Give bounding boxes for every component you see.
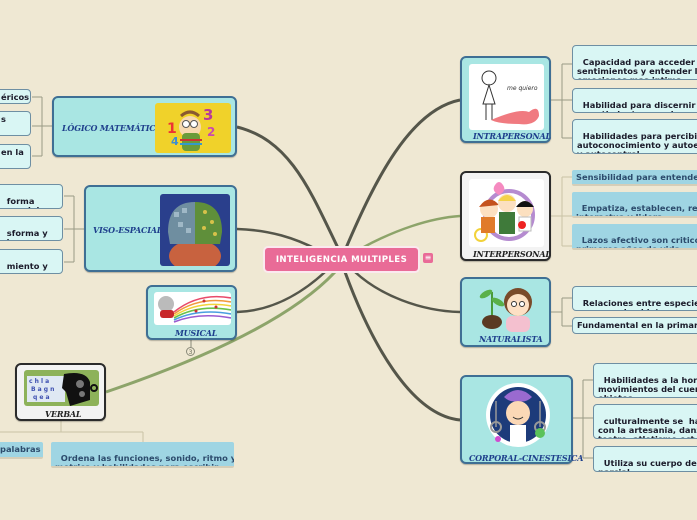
svg-text:4: 4: [171, 135, 179, 148]
leaf-viso-3[interactable]: miento y s o mapas.: [0, 249, 63, 274]
topic-label: INTRAPERSONAL: [473, 131, 551, 141]
leaf-connectors-corporal: [573, 379, 593, 459]
branch-line-musical: [236, 271, 326, 314]
leaf-corporal-2[interactable]: culturalmente se halla con la artesania,…: [593, 404, 697, 439]
leaf-viso-2[interactable]: sforma y ales: [0, 216, 63, 241]
svg-text:2: 2: [207, 125, 215, 139]
topic-corporal-cinestesica[interactable]: CORPORAL-CINESTESICA: [460, 375, 583, 464]
leaf-viso-1[interactable]: forma espacial: [0, 184, 63, 209]
leaf-intrapersonal-3[interactable]: Habilidades para percibir , autoconocimi…: [572, 119, 697, 154]
topic-interpersonal[interactable]: INTERPERSONAL: [460, 171, 551, 261]
leaf-intrapersonal-2[interactable]: Habilidad para discernir las y sentimien…: [572, 88, 697, 113]
leaf-connectors-interpersonal: [551, 176, 572, 247]
gymnast-illustration-icon: [482, 381, 554, 447]
topic-musical[interactable]: MUSICAL: [146, 285, 237, 340]
leaf-interpersonal-3[interactable]: Lazos afectivo son criticos e primeros a…: [572, 224, 697, 250]
branch-line-interpersonal: [361, 214, 461, 250]
branch-line-naturalista: [354, 271, 461, 314]
topic-label: VISO-ESPACIAL: [93, 225, 163, 235]
svg-text:3: 3: [203, 106, 213, 124]
collapsed-children-count[interactable]: 3: [186, 347, 195, 356]
leaf-naturalista-1[interactable]: Relaciones entre especies e y grupos de …: [572, 286, 697, 311]
friends-illustration-icon: [469, 179, 544, 247]
image-caption: me quiero: [507, 85, 538, 92]
central-topic-label: INTELIGENCIA MULTIPLES: [275, 254, 408, 265]
leaf-interpersonal-1[interactable]: Sensibilidad para entender: [572, 170, 697, 186]
topic-label: INTERPERSONAL: [473, 249, 551, 259]
leaf-logico-3[interactable]: en la: [0, 144, 31, 169]
leaf-verbal-2[interactable]: Ordena las funciones, sonido, ritmo y me…: [51, 442, 234, 468]
topic-naturalista[interactable]: NATURALISTA: [460, 277, 551, 347]
branch-line-corporal: [343, 271, 461, 422]
leaf-connectors-viso: [64, 195, 84, 263]
topic-label: LÓGICO MATEMÁTICA: [62, 123, 162, 133]
branch-line-logico: [236, 125, 340, 249]
svg-text:B a g n: B a g n: [31, 386, 54, 393]
topic-label: CORPORAL-CINESTESICA: [469, 453, 584, 463]
leaf-verbal-1[interactable]: palabras: [0, 442, 43, 459]
branch-line-intrapersonal: [344, 98, 461, 249]
topic-label: VERBAL: [45, 409, 82, 419]
topic-label: NATURALISTA: [479, 334, 543, 344]
svg-text:q e a: q e a: [33, 394, 50, 401]
topic-viso-espacial[interactable]: VISO-ESPACIAL: [84, 185, 237, 272]
girl-plant-illustration-icon: [468, 282, 547, 332]
leaf-intrapersonal-1[interactable]: Capacidad para acceder a l sentimientos …: [572, 45, 697, 80]
leaf-logico-1[interactable]: éricos: [0, 89, 31, 104]
leaf-interpersonal-2[interactable]: Empatiza, establecen, relac interactua y…: [572, 192, 697, 218]
leaf-logico-2[interactable]: s: [0, 111, 31, 136]
svg-text:1: 1: [167, 121, 177, 137]
leaf-connectors-logico: [32, 96, 52, 157]
brain-illustration-icon: [160, 194, 230, 266]
leaf-corporal-1[interactable]: Habilidades a la hora d movimientos del …: [593, 363, 697, 398]
central-topic[interactable]: INTELIGENCIA MULTIPLES: [263, 246, 420, 273]
topic-logico-matematica[interactable]: LÓGICO MATEMÁTICA 1 3 2 4: [52, 96, 237, 157]
leaf-connectors-intrapersonal: [551, 63, 572, 139]
svg-text:c h l a: c h l a: [29, 378, 49, 385]
leaf-connectors-naturalista: [551, 297, 572, 327]
guitar-rainbow-illustration-icon: [154, 292, 231, 325]
topic-label: MUSICAL: [175, 328, 218, 338]
math-kid-illustration-icon: 1 3 2 4: [155, 103, 231, 153]
leaf-naturalista-2[interactable]: Fundamental en la primaria: [572, 317, 697, 334]
hamburger-icon[interactable]: ≡: [423, 253, 433, 263]
leaf-corporal-3[interactable]: Utiliza su cuerpo de fo parcial: [593, 446, 697, 472]
leaf-connectors-verbal: [0, 421, 144, 443]
girl-heart-illustration-icon: me quiero: [469, 64, 544, 130]
topic-intrapersonal[interactable]: me quiero INTRAPERSONAL: [460, 56, 551, 143]
branch-line-verbal: [105, 270, 337, 394]
